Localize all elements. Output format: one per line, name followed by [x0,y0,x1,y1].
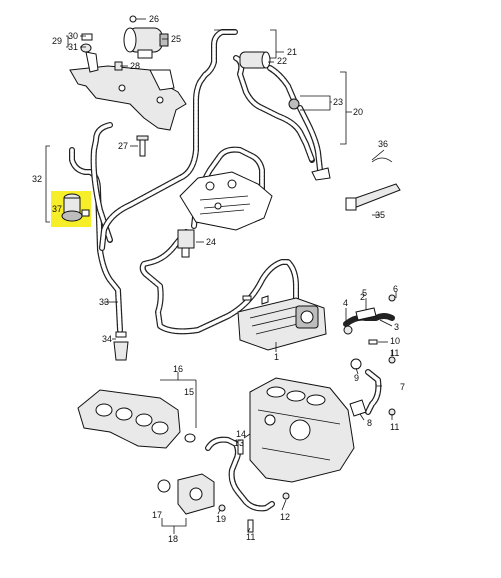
intake-manifold [77,389,196,449]
engine-block [249,377,355,483]
callout-29: 29 [52,36,62,46]
egr-cooler-1 [237,295,327,351]
callout-7: 7 [400,382,405,392]
callout-22: 22 [277,56,287,66]
leader-lines [45,18,397,534]
callout-16: 16 [173,364,183,374]
callout-1: 1 [274,352,279,362]
callout-31: 31 [68,42,78,52]
small-bolts [242,294,396,416]
callout-11c: 11 [246,532,255,542]
callout-28: 28 [130,61,140,71]
callout-10: 10 [390,336,400,346]
callout-26: 26 [149,14,159,24]
callout-8: 8 [367,418,372,428]
callout-25: 25 [171,34,181,44]
callout-13: 13 [234,438,244,448]
callout-27: 27 [118,141,128,151]
callout-23: 23 [333,97,343,107]
callout-30: 30 [68,31,78,41]
valve-37 [51,191,91,227]
valve-22 [239,51,271,69]
callout-17: 17 [152,510,162,520]
callout-6: 6 [393,284,398,294]
callout-5: 5 [362,288,367,298]
callout-4: 4 [343,298,348,308]
callout-33: 33 [99,297,109,307]
callout-11b: 11 [390,422,399,432]
callout-9: 9 [354,373,359,383]
egr-valve-18 [157,473,215,515]
callout-19: 19 [216,514,226,524]
fitting-23 [288,98,300,110]
callout-35: 35 [375,210,385,220]
pipes-3-7 [343,307,395,417]
vacuum-pump-25 [123,27,169,59]
callout-24: 24 [206,237,216,247]
callout-3: 3 [394,322,399,332]
fixings-35-36 [311,157,401,211]
filter-34 [113,331,129,361]
engine-cover [179,171,273,231]
callout-34: 34 [102,334,112,344]
callout-20: 20 [353,107,363,117]
callout-11a: 11 [390,348,399,358]
callout-32: 32 [32,174,42,184]
bracket-plate [69,51,187,131]
callout-2: 2 [360,292,365,302]
callout-21: 21 [287,47,297,57]
callout-37: 37 [52,204,62,214]
callout-18: 18 [168,534,178,544]
callout-labels: 1 2 3 4 5 6 7 8 9 10 11 11 11 12 13 14 1… [32,14,405,544]
callout-36: 36 [378,139,388,149]
lower-bolts [218,439,290,533]
callout-15: 15 [184,387,194,397]
small-fittings-26-31 [80,15,137,71]
callout-12: 12 [280,512,290,522]
callout-14: 14 [236,429,246,439]
pressure-valve-24 [177,229,195,258]
bolt-27 [136,135,149,157]
